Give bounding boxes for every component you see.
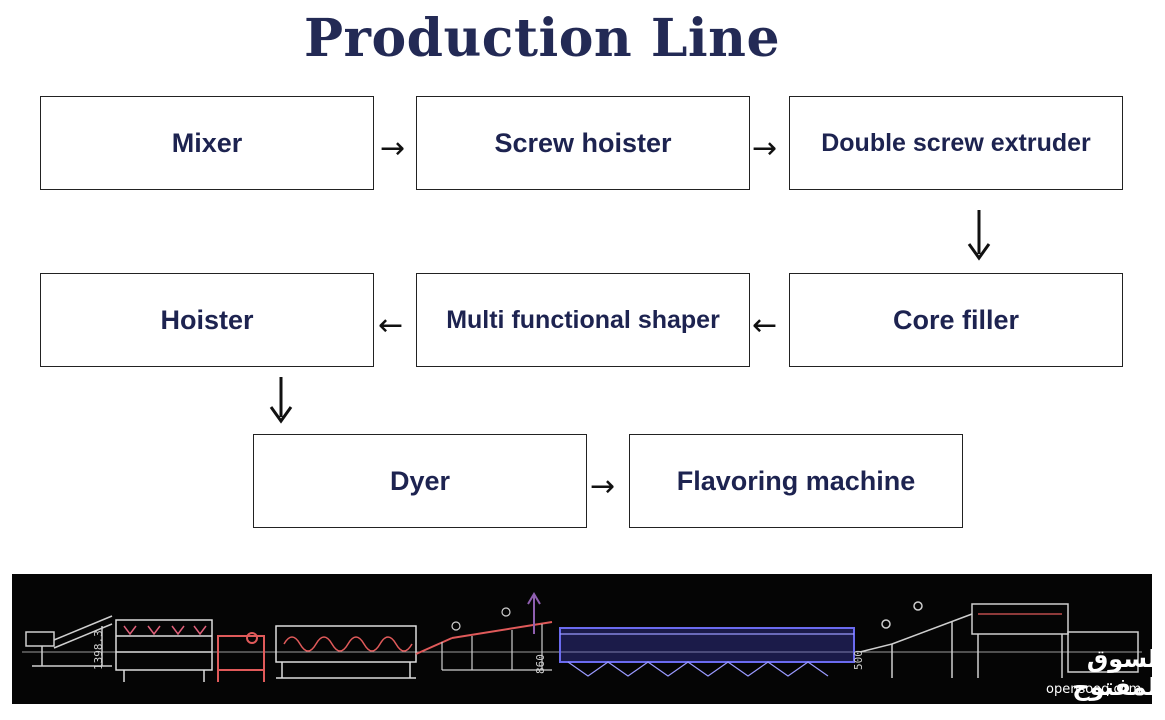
- arrow-left-icon: ←: [378, 308, 404, 343]
- step-flavoring-machine-label: Flavoring machine: [676, 465, 916, 496]
- arrow-right-icon: →: [590, 469, 616, 504]
- watermark-arabic: السوق المفتوح: [1072, 645, 1165, 701]
- step-hoister: Hoister: [40, 273, 374, 367]
- step-screw-hoister: Screw hoister: [416, 96, 750, 190]
- step-multi-functional-shaper: Multi functional shaper: [416, 273, 750, 367]
- arrow-left-icon: ←: [752, 308, 778, 343]
- page-title: Production Line: [303, 8, 781, 69]
- step-mixer-label: Mixer: [171, 127, 243, 158]
- dimension-label: 1398.3: [92, 630, 105, 670]
- machine-drawing-graphic: 1398.3 860 500: [22, 592, 1142, 682]
- step-hoister-label: Hoister: [160, 304, 254, 335]
- arrow-down-icon: [269, 377, 293, 424]
- arrow-down-icon: [967, 210, 991, 261]
- step-flavoring-machine: Flavoring machine: [629, 434, 963, 528]
- step-core-filler: Core filler: [789, 273, 1123, 367]
- production-line-drawing: 1398.3 860 500: [12, 574, 1152, 704]
- step-multi-functional-shaper-label: Multi functional shaper: [446, 305, 720, 334]
- step-double-screw-extruder: Double screw extruder: [789, 96, 1123, 190]
- step-core-filler-label: Core filler: [892, 304, 1020, 335]
- arrow-right-icon: →: [380, 131, 406, 166]
- dimension-label: 860: [534, 654, 547, 674]
- step-dyer: Dyer: [253, 434, 587, 528]
- step-mixer: Mixer: [40, 96, 374, 190]
- step-dyer-label: Dyer: [389, 465, 451, 496]
- step-screw-hoister-label: Screw hoister: [494, 127, 672, 158]
- watermark-site: opensooq.com: [1046, 682, 1142, 697]
- arrow-right-icon: →: [752, 131, 778, 166]
- dimension-label: 500: [852, 650, 865, 670]
- step-double-screw-extruder-label: Double screw extruder: [821, 128, 1091, 157]
